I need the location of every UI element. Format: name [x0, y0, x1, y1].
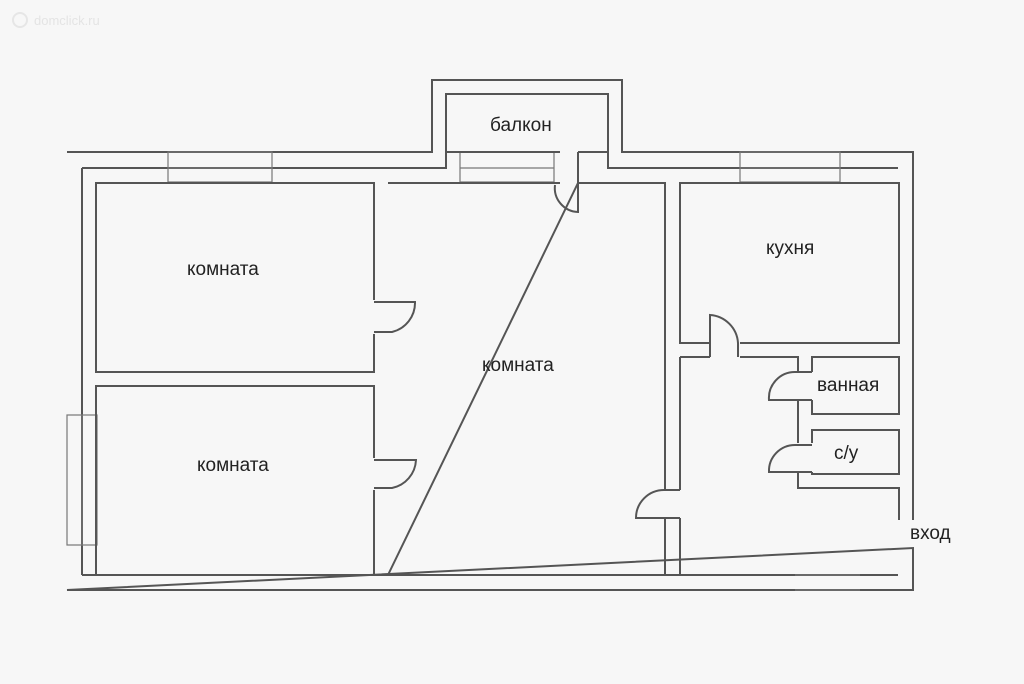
room-center-outline: [386, 182, 666, 576]
bathroom-door-swing: [767, 370, 812, 401]
toilet-door-swing: [767, 444, 812, 473]
label-room-top-left: комната: [187, 259, 259, 280]
balcony-door-swing: [553, 152, 579, 214]
watermark-logo-icon: [12, 12, 28, 28]
watermark-text: domclick.ru: [34, 13, 100, 28]
hallway-outline: [679, 356, 900, 575]
windows: [66, 151, 860, 591]
door-bottom-left-swing: [374, 459, 418, 489]
label-toilet: с/у: [834, 443, 859, 464]
room-labels: балкон комната комната комната кухня ван…: [187, 115, 951, 544]
balcony-outline: [445, 93, 609, 153]
window-center: [459, 151, 555, 183]
hallway-door-swing: [634, 489, 680, 519]
label-kitchen: кухня: [766, 238, 814, 259]
kitchen-outline: [679, 182, 900, 344]
label-room-center: комната: [482, 355, 554, 376]
room-top-left-outline: [95, 182, 375, 373]
kitchen-door-swing: [709, 313, 739, 357]
outer-wall-outline: [66, 79, 914, 591]
door-top-left-swing: [374, 301, 417, 333]
doors: [371, 149, 815, 519]
room-bottom-left-outline: [95, 385, 375, 576]
label-entrance: вход: [910, 523, 951, 544]
label-bathroom: ванная: [817, 375, 879, 396]
watermark: domclick.ru: [12, 12, 100, 28]
outer-walls: [66, 79, 914, 591]
label-room-bottom-left: комната: [197, 455, 269, 476]
label-balcony: балкон: [490, 115, 552, 136]
